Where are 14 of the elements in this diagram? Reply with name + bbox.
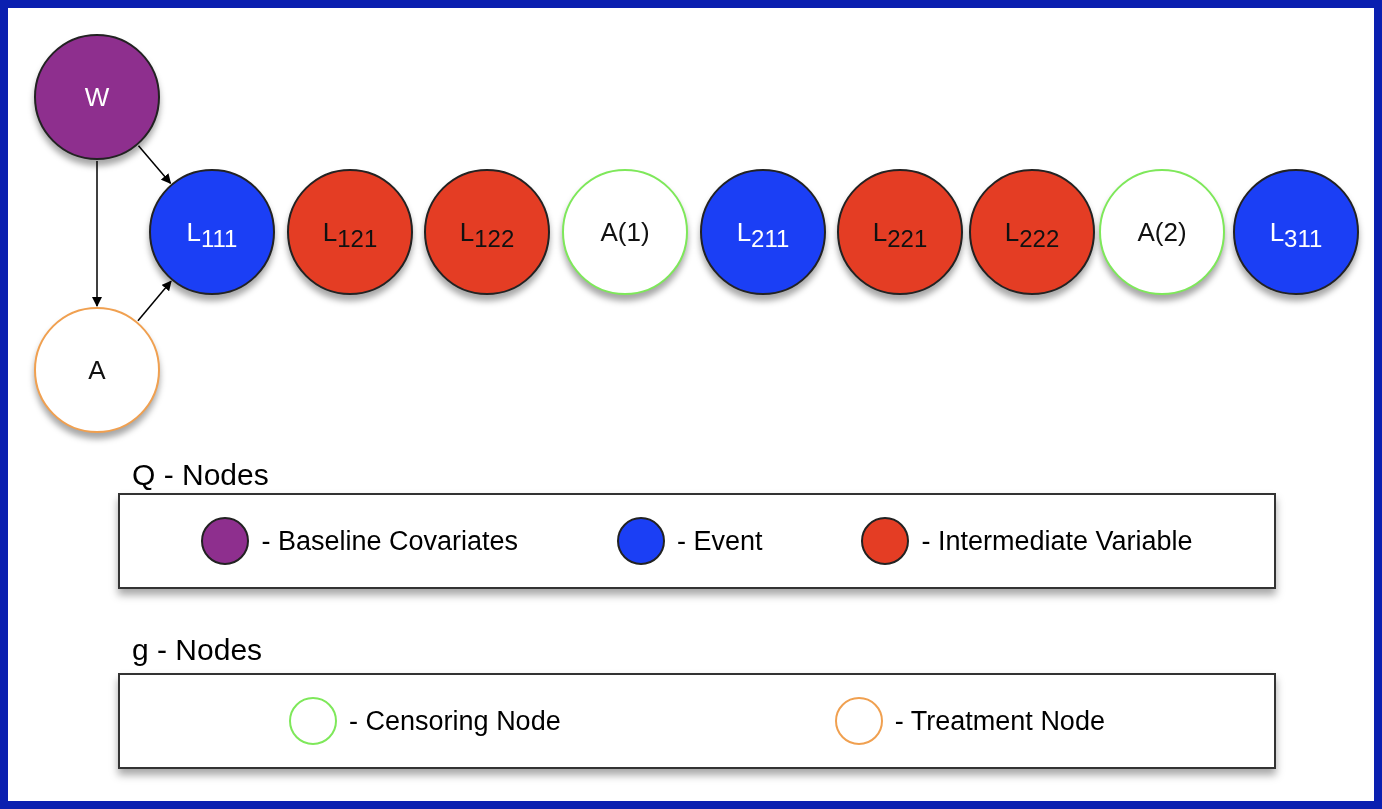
legend-heading: g - Nodes: [132, 635, 263, 665]
arrow: [137, 280, 172, 322]
legend-text: - Censoring Node: [349, 704, 561, 738]
node-label: A(2): [1137, 219, 1187, 245]
legend-text: - Treatment Node: [894, 704, 1105, 738]
legend-text: - Baseline Covariates: [261, 524, 519, 558]
node-label: W: [84, 84, 110, 110]
arrow: [137, 144, 172, 185]
arrow: [92, 160, 102, 307]
legend-heading: Q - Nodes: [132, 460, 269, 490]
legend-text: - Intermediate Variable: [921, 524, 1193, 558]
node-label: A(1): [600, 219, 650, 245]
node-label: A: [88, 357, 106, 383]
legend-text: - Event: [676, 524, 763, 558]
